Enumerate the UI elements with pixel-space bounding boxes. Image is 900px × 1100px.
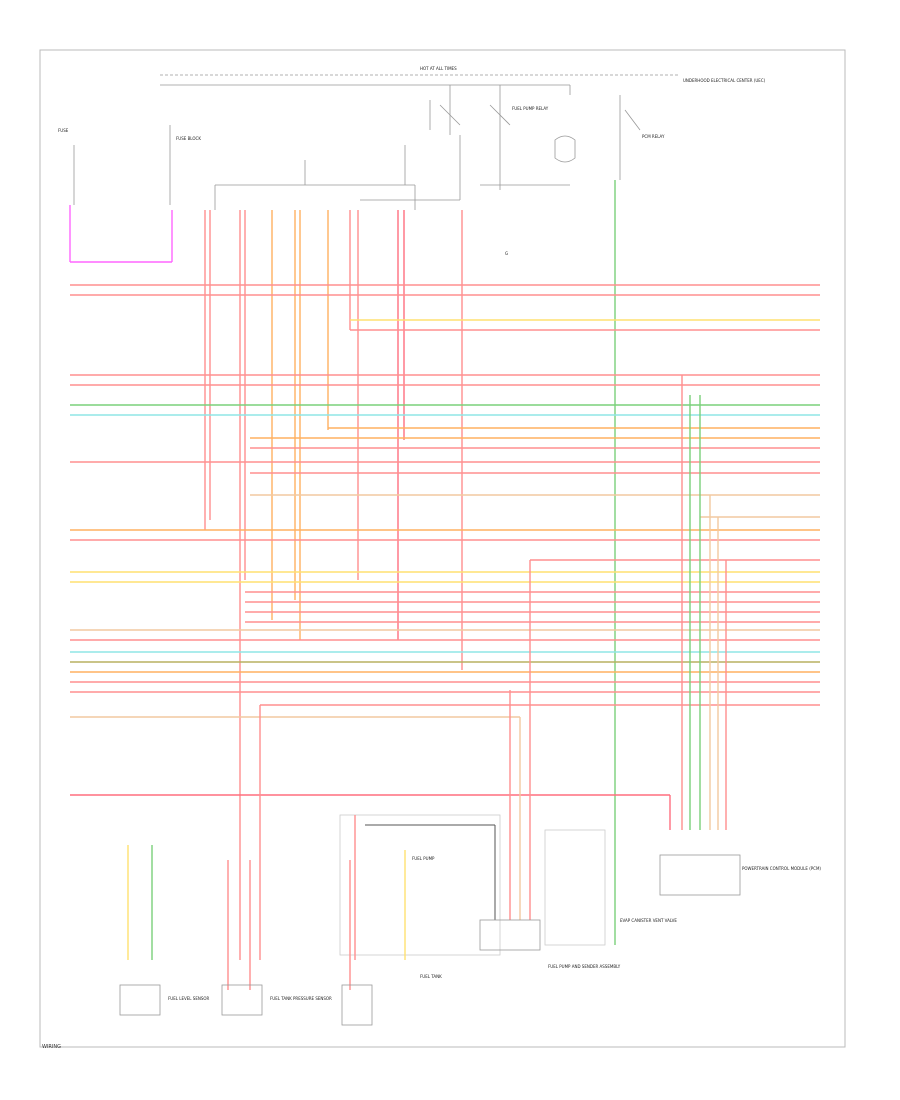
evap-vent-valve-label: EVAP CANISTER VENT VALVE (620, 918, 677, 923)
fuse-block-label: FUSE BLOCK (176, 136, 201, 141)
vertical-drops (204, 180, 616, 960)
fuel-tank-label: FUEL TANK (420, 974, 442, 979)
fuse-left-label: FUSE (58, 128, 69, 133)
footer-label: WIRING (42, 1044, 61, 1050)
pcm-label: POWERTRAIN CONTROL MODULE (PCM) (742, 866, 821, 871)
pcm-connector (659, 854, 741, 896)
power-bus (73, 74, 680, 210)
underhood-relay-box-label: UNDERHOOD ELECTRICAL CENTER (UEC) (683, 78, 766, 83)
magenta-wire (69, 205, 173, 263)
fuel-pump-relay-label: FUEL PUMP RELAY (512, 106, 549, 111)
fuel-pump-module-label: FUEL PUMP AND SENDER ASSEMBLY (548, 964, 621, 969)
pcm-relay-label: PCM RELAY (642, 134, 665, 139)
relay-coil (554, 135, 576, 163)
diagram-border (39, 49, 846, 1048)
harness-lines (70, 284, 820, 796)
ground-label: G (505, 251, 508, 256)
pcm-drops (259, 375, 727, 960)
fuel-pump-module (339, 814, 606, 960)
fuel-pump-label: FUEL PUMP (412, 856, 435, 861)
fuel-tank-pressure-sensor-label: FUEL TANK PRESSURE SENSOR (270, 996, 332, 1001)
hot-at-all-times-label: HOT AT ALL TIMES (420, 66, 457, 71)
bottom-sensors (119, 845, 373, 1026)
fuel-level-sensor-label: FUEL LEVEL SENSOR (168, 996, 210, 1001)
